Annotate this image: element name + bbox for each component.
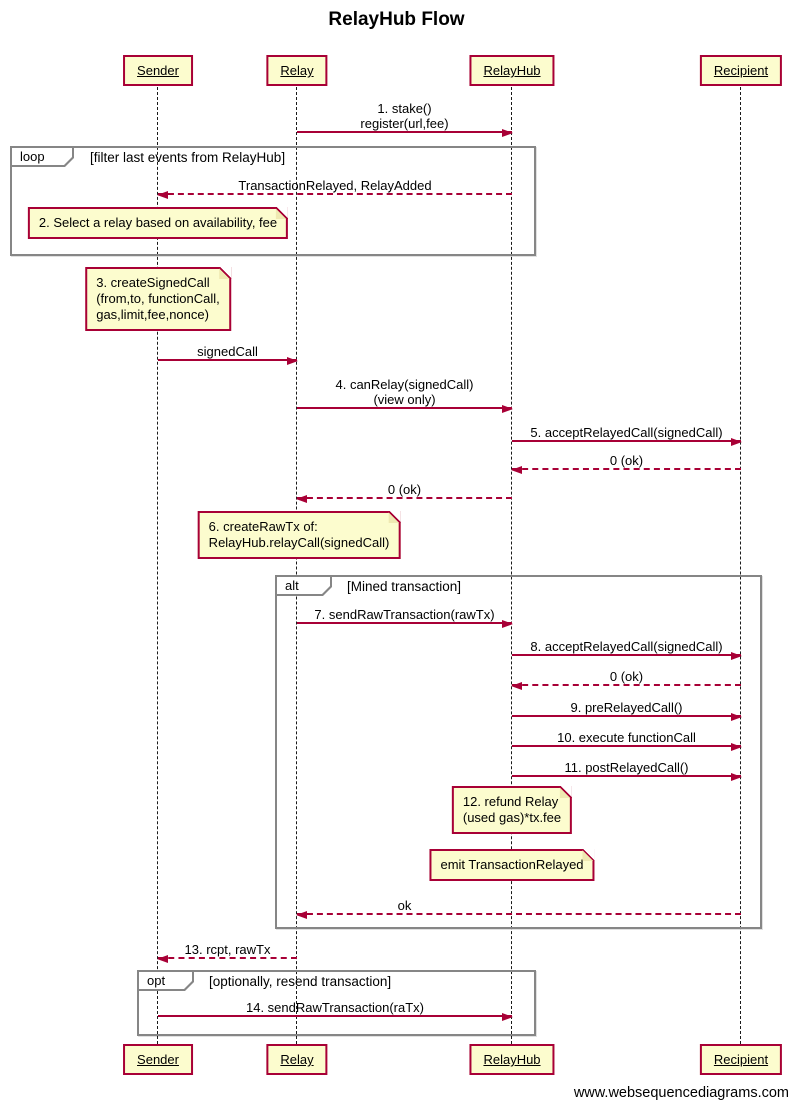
message-label: 1. stake() register(url,fee): [360, 101, 449, 131]
actor-sender-bottom: Sender: [123, 1044, 193, 1075]
message-stake-register: 1. stake() register(url,fee): [297, 101, 513, 137]
alt-frame-condition: [Mined transaction]: [347, 579, 462, 594]
message-label: 11. postRelayedCall(): [564, 760, 689, 775]
actor-relayhub-top: RelayHub: [469, 55, 555, 86]
message-ok-return-3: 0 (ok): [511, 669, 741, 690]
loop-frame-operator: loop: [12, 148, 72, 165]
message-label: 5. acceptRelayedCall(signedCall): [530, 425, 723, 440]
message-transaction-relayed-events: TransactionRelayed, RelayAdded: [157, 178, 512, 199]
message-prerelayedcall: 9. preRelayedCall(): [512, 700, 742, 721]
arrowhead-icon: [502, 1013, 513, 1021]
arrowhead-icon: [731, 438, 742, 446]
note-select-relay: 2. Select a relay based on availability,…: [27, 207, 289, 239]
arrowhead-icon: [511, 466, 522, 474]
opt-frame-tab: opt: [137, 970, 194, 991]
arrowhead-icon: [731, 773, 742, 781]
message-label: ok: [397, 898, 412, 913]
message-acceptrelayedcall-5: 5. acceptRelayedCall(signedCall): [512, 425, 742, 446]
message-label: 0 (ok): [387, 482, 422, 497]
message-acceptrelayedcall-8: 8. acceptRelayedCall(signedCall): [512, 639, 742, 660]
message-ok-return-2: 0 (ok): [296, 482, 512, 503]
diagram-title: RelayHub Flow: [328, 9, 465, 30]
note-refund-relay: 12. refund Relay (used gas)*tx.fee: [451, 786, 573, 834]
message-label: 13. rcpt, rawTx: [184, 942, 271, 957]
message-label: 14. sendRawTransaction(raTx): [246, 1000, 424, 1015]
actor-relay-bottom: Relay: [266, 1044, 328, 1075]
loop-frame-condition: [filter last events from RelayHub]: [90, 150, 286, 165]
loop-frame: loop [filter last events from RelayHub]: [10, 146, 536, 256]
message-execute-functioncall: 10. execute functionCall: [512, 730, 742, 751]
arrowhead-icon: [502, 620, 513, 628]
message-label: 7. sendRawTransaction(rawTx): [314, 607, 495, 622]
message-ok-final: ok: [296, 898, 741, 919]
websequencediagrams-watermark: www.websequencediagrams.com: [573, 1085, 789, 1101]
message-label: 0 (ok): [609, 453, 644, 468]
arrowhead-icon: [731, 652, 742, 660]
message-label: 0 (ok): [609, 669, 644, 684]
message-label: 9. preRelayedCall(): [570, 700, 683, 715]
arrowhead-icon: [502, 129, 513, 137]
arrowhead-icon: [296, 911, 307, 919]
arrowhead-icon: [157, 191, 168, 199]
actor-recipient-top: Recipient: [699, 55, 783, 86]
opt-frame-operator: opt: [139, 972, 192, 989]
message-label: TransactionRelayed, RelayAdded: [238, 178, 432, 193]
arrowhead-icon: [296, 495, 307, 503]
lifeline-sender: [157, 87, 158, 1044]
message-canrelay: 4. canRelay(signedCall) (view only): [297, 377, 513, 413]
opt-frame-condition: [optionally, resend transaction]: [209, 974, 392, 989]
actor-recipient-bottom: Recipient: [699, 1044, 783, 1075]
message-signedcall: signedCall: [158, 344, 298, 365]
message-rcpt-rawtx: 13. rcpt, rawTx: [157, 942, 297, 963]
alt-frame-tab: alt: [275, 575, 332, 596]
lifeline-recipient: [740, 87, 741, 1044]
arrowhead-icon: [511, 682, 522, 690]
opt-frame: opt [optionally, resend transaction]: [137, 970, 536, 1036]
message-label: 8. acceptRelayedCall(signedCall): [530, 639, 723, 654]
arrowhead-icon: [157, 955, 168, 963]
loop-frame-tab: loop: [10, 146, 74, 167]
message-label: 4. canRelay(signedCall) (view only): [335, 377, 474, 407]
actor-relay-top: Relay: [266, 55, 328, 86]
alt-frame-operator: alt: [277, 577, 330, 594]
actor-sender-top: Sender: [123, 55, 193, 86]
message-postrelayedcall: 11. postRelayedCall(): [512, 760, 742, 781]
message-sendrawtransaction-7: 7. sendRawTransaction(rawTx): [297, 607, 513, 628]
message-label: 10. execute functionCall: [557, 730, 696, 745]
lifeline-relay: [296, 87, 297, 1044]
note-createrawtx: 6. createRawTx of: RelayHub.relayCall(si…: [197, 511, 401, 559]
message-label: signedCall: [197, 344, 258, 359]
note-emit-transactionrelayed: emit TransactionRelayed: [429, 849, 595, 881]
message-ok-return-1: 0 (ok): [511, 453, 741, 474]
actor-relayhub-bottom: RelayHub: [469, 1044, 555, 1075]
arrowhead-icon: [731, 713, 742, 721]
arrowhead-icon: [287, 357, 298, 365]
note-createsignedcall: 3. createSignedCall (from,to, functionCa…: [85, 267, 231, 331]
arrowhead-icon: [502, 405, 513, 413]
lifeline-relayhub: [511, 87, 512, 1044]
arrowhead-icon: [731, 743, 742, 751]
alt-frame: alt [Mined transaction]: [275, 575, 762, 929]
message-sendrawtransaction-14: 14. sendRawTransaction(raTx): [158, 1000, 513, 1021]
